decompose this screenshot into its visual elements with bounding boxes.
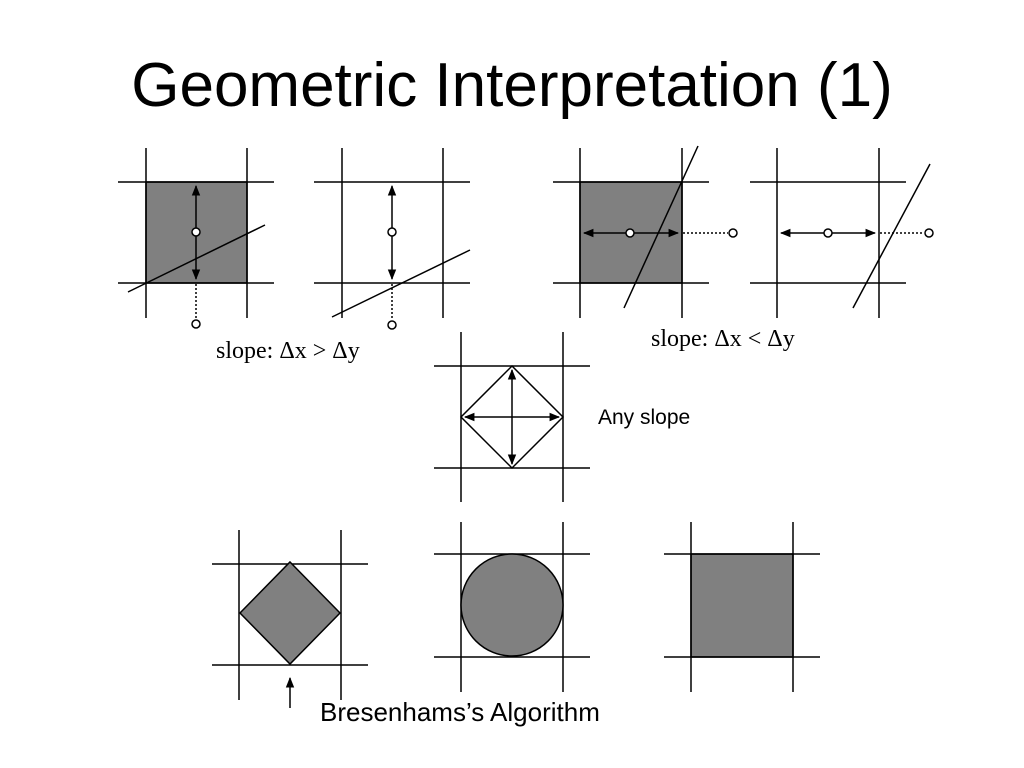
panel-diamond — [212, 530, 368, 708]
midpoint-marker — [387, 227, 397, 237]
label-slope-dx-gt-dy: slope: Δx > Δy — [216, 338, 360, 364]
midpoint-marker — [823, 228, 833, 238]
label-any-slope: Any slope — [598, 406, 690, 429]
label-bresenham: Bresenhams’s Algorithm — [320, 697, 600, 727]
projected-point — [728, 228, 738, 238]
projected-point — [191, 319, 201, 329]
panel-circle — [434, 522, 590, 692]
diamond-pixel — [238, 560, 342, 666]
ideal-line — [852, 163, 931, 309]
midpoint-marker — [625, 228, 635, 238]
panel-any-slope — [434, 332, 590, 502]
midpoint-marker — [191, 227, 201, 237]
panel-dx-gt-dy-empty — [314, 148, 471, 330]
ideal-line — [127, 224, 266, 293]
panel-dx-lt-dy-empty — [750, 148, 934, 318]
slide-title: Geometric Interpretation (1) — [131, 51, 893, 120]
panel-dx-gt-dy-filled — [118, 148, 274, 329]
ideal-line — [331, 249, 471, 318]
ideal-line — [623, 145, 699, 309]
projected-point — [924, 228, 934, 238]
diamond-outline — [459, 364, 565, 470]
panel-dx-lt-dy-filled — [553, 145, 738, 318]
label-slope-dx-lt-dy: slope: Δx < Δy — [651, 326, 795, 352]
panel-square — [664, 522, 820, 692]
circle-pixel — [460, 553, 564, 657]
projected-point — [387, 320, 397, 330]
square-pixel — [690, 553, 794, 658]
